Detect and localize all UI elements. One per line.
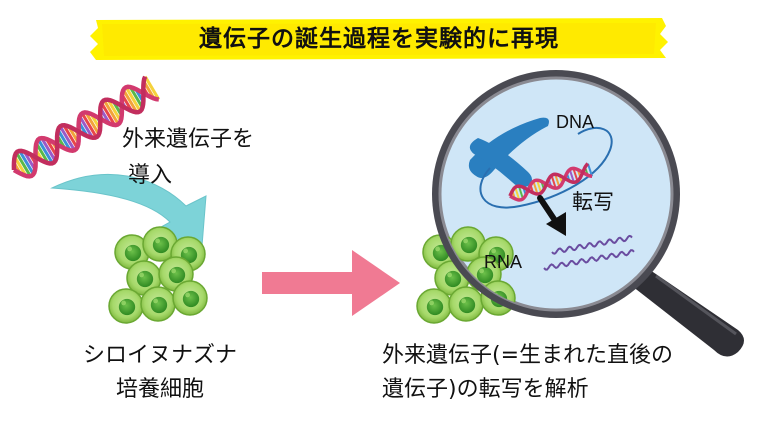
dna-helix-icon bbox=[508, 162, 594, 202]
rna-label: RNA bbox=[484, 252, 523, 272]
right-arrow-icon bbox=[262, 250, 400, 316]
cell-cluster-icon bbox=[108, 226, 208, 324]
dna-label: DNA bbox=[556, 112, 595, 132]
analysis-label-line2: 遺伝子)の転写を解析 bbox=[382, 377, 589, 402]
transcription-label: 転写 bbox=[572, 190, 614, 214]
down-arrow-icon bbox=[537, 195, 566, 236]
chromosome-icon bbox=[468, 117, 613, 209]
analysis-label-line1: 外来遺伝子(=生まれた直後の bbox=[382, 343, 674, 368]
cells-label-line1: シロイヌナズナ bbox=[82, 343, 237, 368]
introduce-label-line1: 外来遺伝子を bbox=[122, 127, 255, 152]
page-title: 遺伝子の誕生過程を実験的に再現 bbox=[199, 26, 559, 52]
title-banner: 遺伝子の誕生過程を実験的に再現 bbox=[88, 14, 670, 64]
dna-helix-icon bbox=[11, 75, 161, 179]
rna-strand-icon bbox=[543, 234, 635, 271]
introduce-label-line2: 導入 bbox=[128, 163, 173, 188]
cells-label-line2: 培養細胞 bbox=[115, 377, 204, 402]
